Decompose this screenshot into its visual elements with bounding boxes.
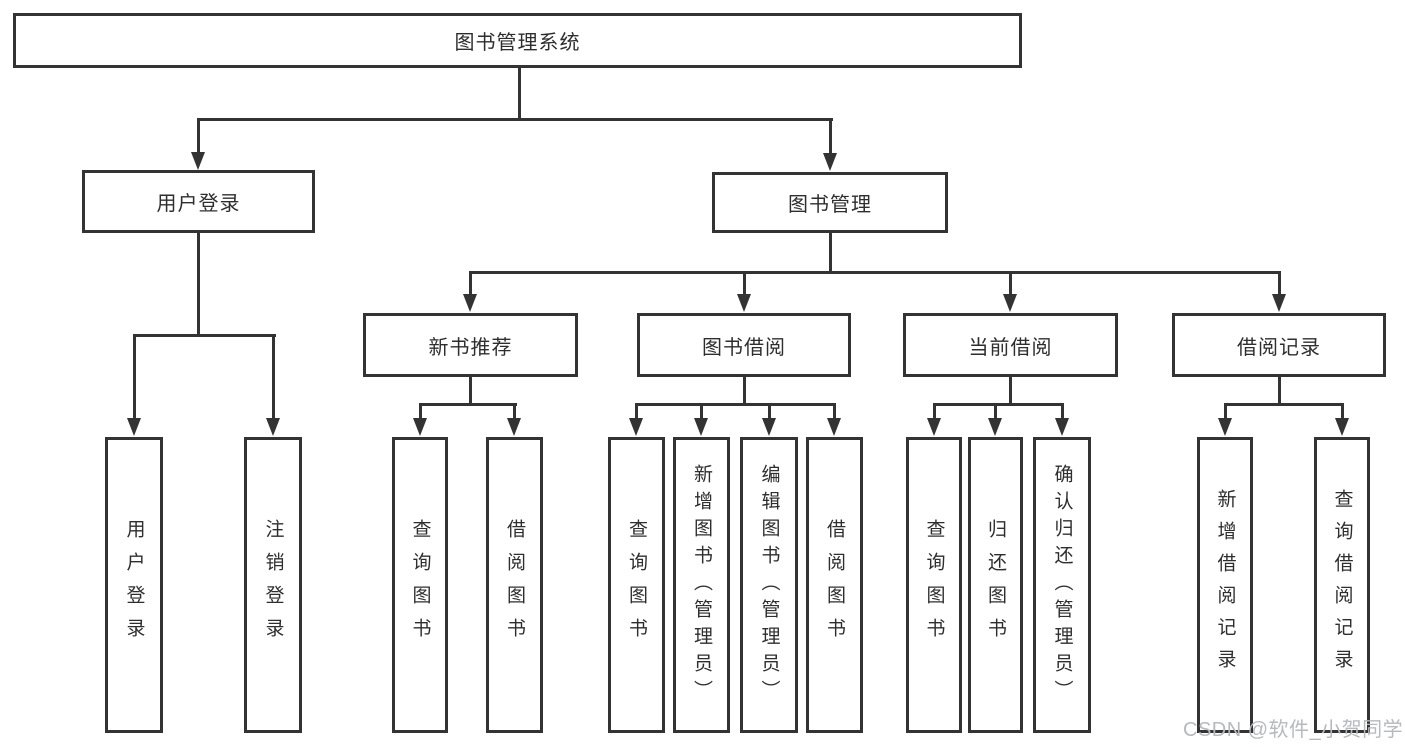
node-user-login: 用户登录 bbox=[82, 170, 315, 233]
node-logout-leaf: 注销登录 bbox=[244, 437, 302, 733]
node-query-books-current: 查询图书 bbox=[906, 437, 962, 733]
node-label: 查询图书 bbox=[626, 519, 647, 651]
node-label: 图书管理系统 bbox=[454, 32, 581, 54]
connector-line bbox=[993, 404, 997, 419]
arrowhead-down-icon bbox=[827, 418, 841, 436]
node-label: 当前借阅 bbox=[968, 336, 1053, 359]
arrowhead-down-icon bbox=[266, 418, 280, 436]
node-label: 查询图书 bbox=[409, 519, 431, 651]
arrowhead-down-icon bbox=[463, 294, 477, 312]
connector-line bbox=[468, 272, 472, 295]
connector-line bbox=[932, 404, 936, 419]
arrowhead-down-icon bbox=[1055, 418, 1069, 436]
node-label: 用户登录 bbox=[156, 193, 241, 215]
connector-line bbox=[133, 333, 276, 337]
connector-line bbox=[1340, 404, 1344, 419]
node-label: 查询借阅记录 bbox=[1331, 489, 1353, 681]
node-add-borrow-record: 新增借阅记录 bbox=[1197, 437, 1253, 733]
node-borrow-books-leaf: 借阅图书 bbox=[806, 437, 863, 733]
node-label: 编辑图书（管理员） bbox=[758, 463, 780, 707]
arrowhead-down-icon bbox=[413, 418, 427, 436]
node-system-root: 图书管理系统 bbox=[13, 13, 1022, 68]
connector-line bbox=[742, 272, 746, 295]
node-label: 确认归还（管理员） bbox=[1051, 463, 1073, 707]
node-query-books-borrowing: 查询图书 bbox=[608, 437, 665, 733]
connector-line bbox=[271, 335, 275, 419]
node-borrow-books-recommend: 借阅图书 bbox=[486, 437, 543, 733]
connector-line bbox=[1008, 377, 1012, 405]
node-label: 新增图书（管理员） bbox=[691, 463, 712, 707]
connector-line bbox=[742, 377, 746, 405]
node-add-book-admin: 新增图书（管理员） bbox=[673, 437, 730, 733]
arrowhead-down-icon bbox=[629, 418, 643, 436]
node-label: 归还图书 bbox=[985, 519, 1006, 651]
arrowhead-down-icon bbox=[1218, 418, 1232, 436]
connector-line bbox=[418, 404, 422, 419]
arrowhead-down-icon bbox=[823, 153, 837, 171]
node-return-books: 归还图书 bbox=[968, 437, 1023, 733]
node-label: 用户登录 bbox=[123, 519, 145, 651]
node-label: 新书推荐 bbox=[428, 336, 513, 359]
arrowhead-down-icon bbox=[1003, 294, 1017, 312]
connector-line bbox=[634, 404, 638, 419]
arrowhead-down-icon bbox=[191, 152, 205, 170]
node-borrowing-records: 借阅记录 bbox=[1172, 313, 1386, 377]
connector-line bbox=[933, 402, 1064, 406]
node-label: 图书管理 bbox=[788, 194, 872, 216]
arrowhead-down-icon bbox=[694, 418, 708, 436]
node-current-borrowing: 当前借阅 bbox=[903, 313, 1118, 377]
node-book-borrowing: 图书借阅 bbox=[637, 313, 851, 377]
connector-line bbox=[1223, 404, 1227, 419]
arrowhead-down-icon bbox=[737, 294, 751, 312]
connector-line bbox=[635, 402, 836, 406]
connector-line bbox=[469, 270, 1281, 274]
connector-line bbox=[828, 119, 832, 153]
arrowhead-down-icon bbox=[988, 418, 1002, 436]
node-query-books-recommend: 查询图书 bbox=[392, 437, 448, 733]
connector-line bbox=[512, 404, 516, 419]
node-label: 借阅记录 bbox=[1237, 336, 1321, 359]
connector-line bbox=[1008, 272, 1012, 295]
connector-line bbox=[197, 117, 833, 121]
node-label: 借阅图书 bbox=[824, 519, 845, 651]
connector-line bbox=[196, 233, 200, 336]
connector-line bbox=[419, 402, 517, 406]
connector-line bbox=[196, 119, 200, 153]
node-user-login-leaf: 用户登录 bbox=[105, 437, 163, 733]
arrowhead-down-icon bbox=[507, 418, 521, 436]
arrowhead-down-icon bbox=[1335, 418, 1349, 436]
connector-line bbox=[468, 377, 472, 405]
arrowhead-down-icon bbox=[927, 418, 941, 436]
node-new-book-recommendation: 新书推荐 bbox=[363, 313, 578, 377]
connector-line bbox=[1060, 404, 1064, 419]
node-edit-book-admin: 编辑图书（管理员） bbox=[740, 437, 798, 733]
node-label: 借阅图书 bbox=[504, 519, 525, 651]
node-confirm-return-admin: 确认归还（管理员） bbox=[1033, 437, 1091, 733]
node-label: 图书借阅 bbox=[702, 336, 786, 359]
connector-line bbox=[1277, 272, 1281, 295]
connector-line bbox=[517, 68, 521, 120]
arrowhead-down-icon bbox=[1272, 294, 1286, 312]
node-query-borrow-record: 查询借阅记录 bbox=[1314, 437, 1370, 733]
node-label: 新增借阅记录 bbox=[1214, 489, 1236, 681]
node-label: 注销登录 bbox=[262, 519, 284, 651]
connector-line bbox=[1224, 402, 1344, 406]
node-book-management: 图书管理 bbox=[712, 172, 948, 233]
arrowhead-down-icon bbox=[127, 418, 141, 436]
arrowhead-down-icon bbox=[762, 418, 776, 436]
connector-line bbox=[828, 233, 832, 273]
node-label: 查询图书 bbox=[923, 519, 945, 651]
connector-line bbox=[1277, 377, 1281, 405]
connector-line bbox=[132, 335, 136, 419]
connector-line bbox=[832, 404, 836, 419]
watermark: CSDN @软件_小贺同学 bbox=[1183, 719, 1404, 741]
connector-line bbox=[767, 404, 771, 419]
connector-line bbox=[699, 404, 703, 419]
